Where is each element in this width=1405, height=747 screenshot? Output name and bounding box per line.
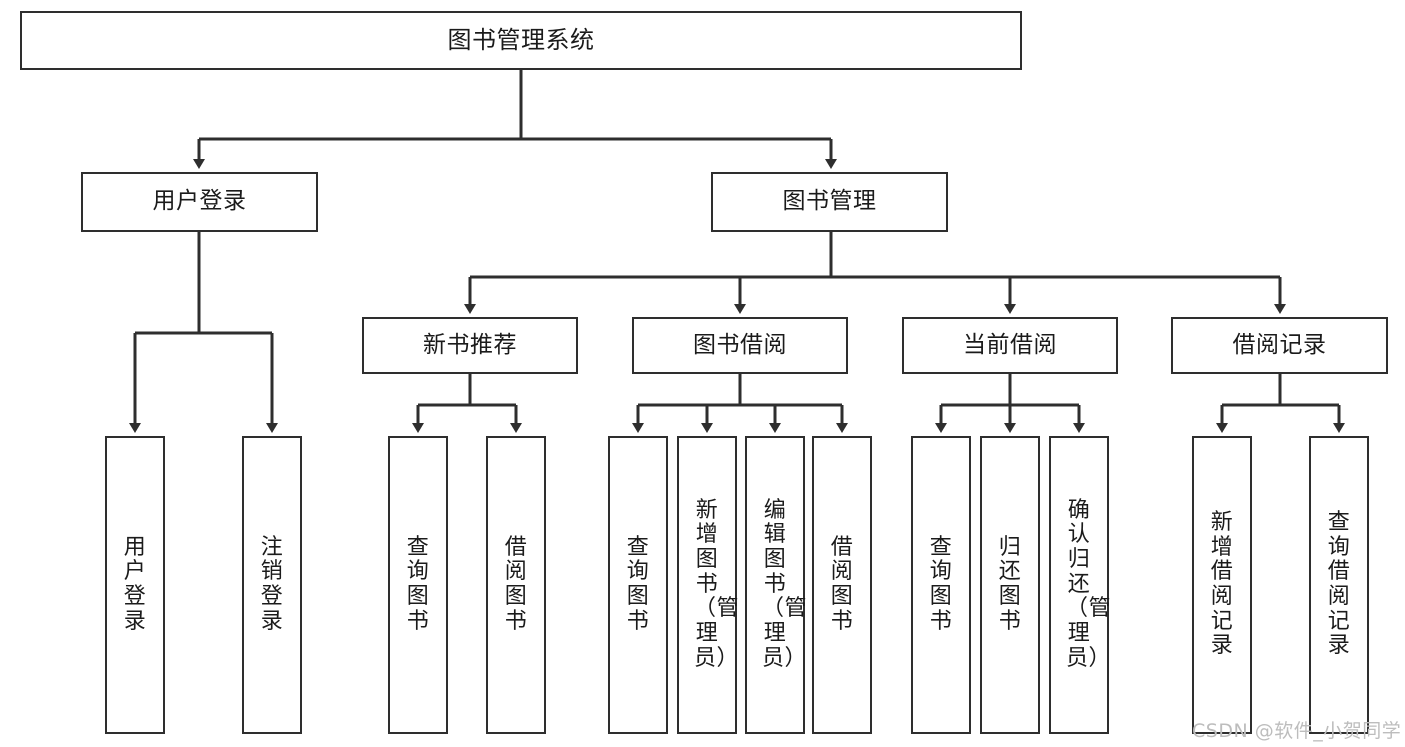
node-current-borrow[interactable]: 当前借阅: [902, 317, 1118, 374]
leaf-user-login[interactable]: 用户登录: [105, 436, 165, 734]
node-label: 借阅图书: [504, 534, 528, 634]
node-borrow-record[interactable]: 借阅记录: [1171, 317, 1388, 374]
node-label: 图书管理系统: [447, 26, 595, 55]
node-label: 新增图书（管理员）: [694, 497, 740, 671]
node-label: 新增借阅记录: [1210, 510, 1234, 659]
node-label: 查询借阅记录: [1327, 510, 1351, 659]
node-label: 确认归还（管理员）: [1066, 497, 1112, 671]
node-label: 归还图书: [998, 534, 1022, 634]
leaf-logout-login[interactable]: 注销登录: [242, 436, 302, 734]
csdn-watermark: CSDN @软件_小贺同学: [1192, 720, 1402, 742]
leaf-return-book[interactable]: 归还图书: [980, 436, 1040, 734]
leaf-query-book-recommend[interactable]: 查询图书: [388, 436, 448, 734]
leaf-query-book-borrow[interactable]: 查询图书: [608, 436, 668, 734]
node-label: 图书管理: [782, 188, 877, 215]
node-book-borrow[interactable]: 图书借阅: [632, 317, 848, 374]
node-label: 用户登录: [123, 534, 147, 634]
node-book-management[interactable]: 图书管理: [711, 172, 948, 232]
node-new-book-recommend[interactable]: 新书推荐: [362, 317, 578, 374]
node-label: 查询图书: [626, 534, 650, 634]
leaf-query-borrow-record[interactable]: 查询借阅记录: [1309, 436, 1369, 734]
node-label: 图书借阅: [693, 331, 787, 358]
node-label: 当前借阅: [963, 331, 1057, 358]
node-user-login[interactable]: 用户登录: [81, 172, 318, 232]
leaf-add-book-admin[interactable]: 新增图书（管理员）: [677, 436, 740, 734]
leaf-borrow-book[interactable]: 借阅图书: [812, 436, 872, 734]
leaf-confirm-return-admin[interactable]: 确认归还（管理员）: [1049, 436, 1112, 734]
node-label: 借阅图书: [830, 534, 854, 634]
node-root-book-management-system[interactable]: 图书管理系统: [20, 11, 1022, 70]
node-label: 查询图书: [406, 534, 430, 634]
node-label: 查询图书: [929, 534, 953, 634]
node-label: 借阅记录: [1232, 331, 1327, 358]
leaf-edit-book-admin[interactable]: 编辑图书（管理员）: [745, 436, 808, 734]
node-label: 新书推荐: [423, 331, 517, 358]
node-label: 注销登录: [260, 534, 284, 634]
leaf-borrow-book-recommend[interactable]: 借阅图书: [486, 436, 546, 734]
node-label: 编辑图书（管理员）: [762, 497, 808, 671]
leaf-add-borrow-record[interactable]: 新增借阅记录: [1192, 436, 1252, 734]
leaf-query-book-current[interactable]: 查询图书: [911, 436, 971, 734]
node-label: 用户登录: [152, 188, 247, 215]
